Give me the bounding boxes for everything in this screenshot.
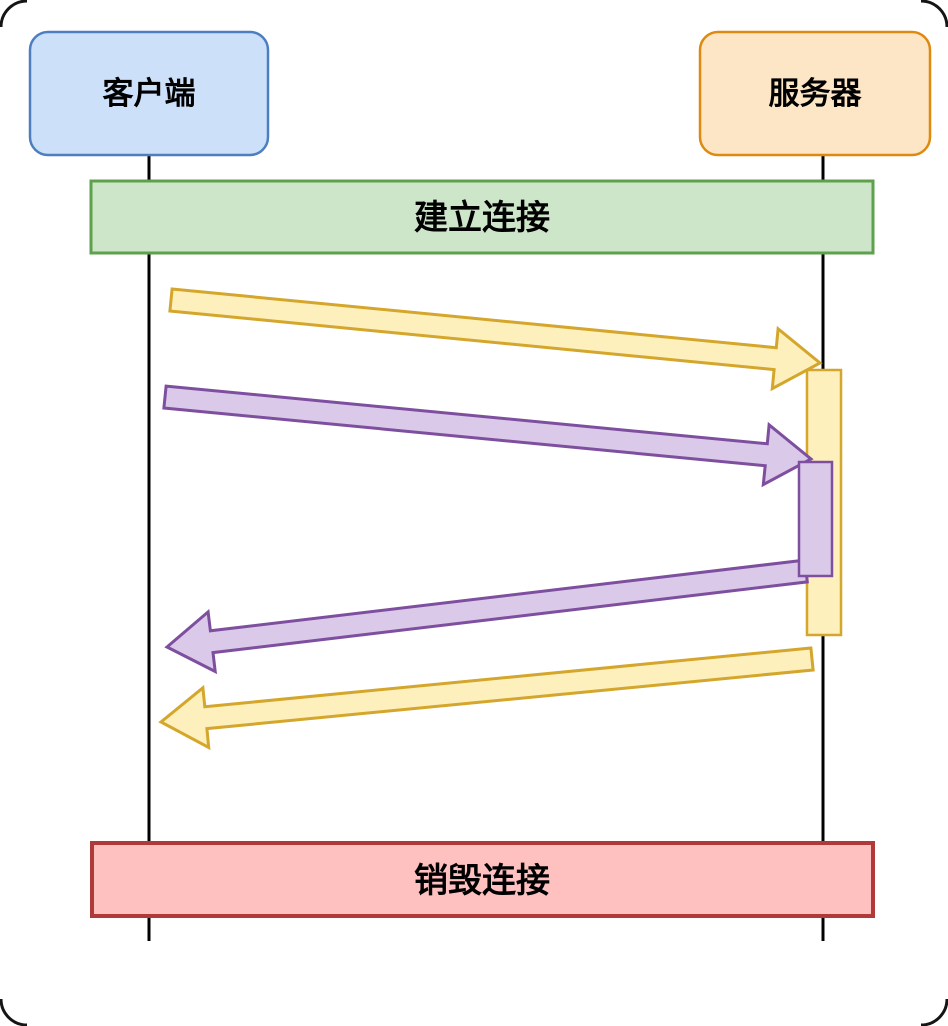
phase-bar-establish-label: 建立连接 xyxy=(414,199,550,237)
phase-bar-establish xyxy=(89,179,875,255)
actor-label-client: 客户端 xyxy=(103,76,196,111)
canvas-corner-bottom-right xyxy=(920,998,948,1026)
message-arrow-request-yellow xyxy=(168,287,823,392)
phase-bar-destroy xyxy=(90,841,875,918)
actor-label-server: 服务器 xyxy=(769,76,863,111)
canvas-corner-top-left xyxy=(0,0,28,28)
actor-box-server xyxy=(698,30,932,157)
message-arrow-response-yellow xyxy=(158,646,815,751)
message-arrow-response-purple xyxy=(164,558,809,675)
canvas-corner-bottom-left xyxy=(0,998,28,1026)
server-activation-bar-inner xyxy=(797,460,834,578)
phase-bar-destroy-label: 销毁连接 xyxy=(414,862,550,900)
canvas-corner-top-right xyxy=(920,0,948,28)
message-arrow-request-purple xyxy=(162,384,814,488)
actor-box-client xyxy=(28,30,270,157)
